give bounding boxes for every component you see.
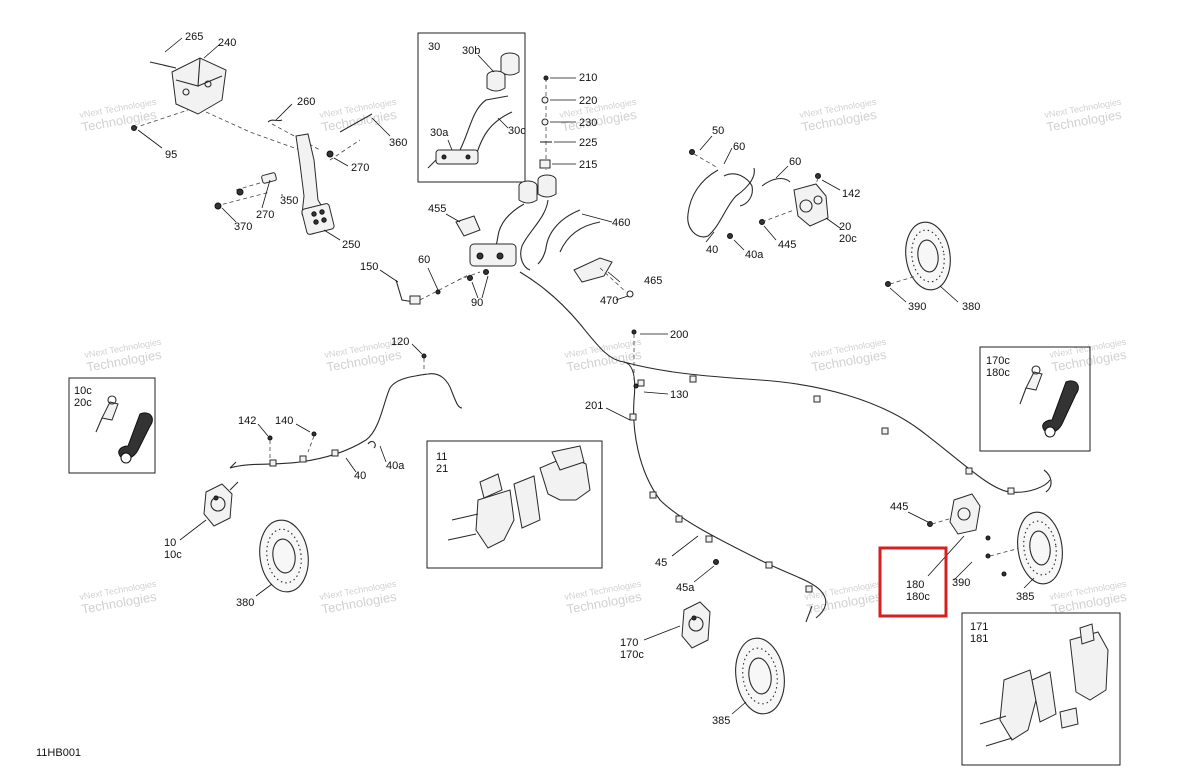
inset-box-30 (417, 32, 526, 183)
label-30c: 30c (508, 125, 526, 137)
fastener-column (539, 75, 552, 170)
inset-box-10c (68, 377, 156, 474)
label-95: 95 (165, 149, 177, 161)
label-10c: 10c (164, 549, 182, 561)
label-445: 445 (778, 239, 796, 251)
master-cylinder-center (395, 174, 634, 305)
label-260: 260 (297, 96, 315, 108)
inset-box-11 (426, 440, 603, 569)
label-220: 220 (579, 95, 597, 107)
label-150: 150 (360, 261, 378, 273)
label-142: 142 (842, 188, 860, 200)
label-40: 40 (354, 470, 366, 482)
label-30a: 30a (430, 127, 449, 139)
label-385: 385 (1016, 591, 1034, 603)
label-180c: 180c (906, 591, 930, 603)
label-225: 225 (579, 137, 597, 149)
label-20c: 20c (74, 397, 92, 409)
label-470: 470 (600, 295, 618, 307)
label-240: 240 (218, 37, 236, 49)
label-385: 385 (712, 715, 730, 727)
label-120: 120 (391, 336, 409, 348)
label-142: 142 (238, 415, 256, 427)
brake-pads-inset-171 (979, 623, 1109, 747)
label-30b: 30b (462, 45, 480, 57)
label-270: 270 (351, 162, 369, 174)
figure-code: 11HB001 (36, 747, 81, 759)
part-labels: 265 240 95 260 360 270 270 350 370 250 3… (36, 31, 1034, 759)
label-60: 60 (418, 254, 430, 266)
brake-lines (519, 271, 1052, 623)
label-10c: 10c (74, 385, 92, 397)
right-front-caliper-group (687, 149, 829, 239)
bleeder-inset-left (95, 395, 153, 464)
label-20: 20 (839, 221, 851, 233)
label-350: 350 (280, 195, 298, 207)
label-30: 30 (428, 41, 440, 53)
inset-box-170c (979, 346, 1091, 452)
brake-pads-inset-11 (447, 445, 591, 549)
left-brake-line (229, 353, 463, 469)
label-170c: 170c (620, 649, 644, 661)
bracket-240-edges (175, 57, 223, 87)
label-460: 460 (612, 217, 630, 229)
label-21: 21 (436, 463, 448, 475)
label-250: 250 (342, 239, 360, 251)
label-45a: 45a (676, 582, 695, 594)
label-50: 50 (712, 125, 724, 137)
label-230: 230 (579, 117, 597, 129)
label-171: 171 (970, 621, 988, 633)
label-455: 455 (428, 203, 446, 215)
front-left-caliper (203, 481, 239, 527)
brake-pedal-assembly (131, 57, 373, 235)
highlight-box (878, 546, 948, 618)
label-201: 201 (585, 400, 603, 412)
watermarks: vNext Technologies Technologies vNext Te… (79, 97, 1129, 617)
label-215: 215 (579, 159, 597, 171)
label-181: 181 (970, 633, 988, 645)
label-40a: 40a (745, 249, 764, 261)
label-380: 380 (236, 597, 254, 609)
brake-disc-380-top (885, 221, 951, 291)
label-210: 210 (579, 72, 597, 84)
rear-right-caliper (927, 493, 1021, 577)
label-11: 11 (436, 451, 447, 463)
label-390: 390 (908, 301, 926, 313)
label-270: 270 (256, 209, 274, 221)
label-370: 370 (234, 221, 252, 233)
brake-disc-385-bottom (735, 637, 785, 715)
label-60: 60 (789, 156, 801, 168)
master-cylinder-inset (427, 52, 520, 169)
label-40a: 40a (386, 460, 405, 472)
label-390: 390 (952, 577, 970, 589)
label-170c: 170c (986, 355, 1010, 367)
label-130: 130 (670, 389, 688, 401)
label-90: 90 (471, 297, 483, 309)
label-200: 200 (670, 329, 688, 341)
label-20c: 20c (839, 233, 857, 245)
label-380: 380 (962, 301, 980, 313)
rear-left-caliper (681, 601, 711, 649)
label-360: 360 (389, 137, 407, 149)
label-140: 140 (275, 415, 293, 427)
bleeder-inset-right (1019, 365, 1079, 438)
label-45: 45 (655, 557, 667, 569)
brake-disc-380-left (259, 519, 309, 593)
label-40: 40 (706, 244, 718, 256)
label-465: 465 (644, 275, 662, 287)
label-445: 445 (890, 501, 908, 513)
inset-box-171 (961, 612, 1121, 766)
label-265: 265 (185, 31, 203, 43)
label-60: 60 (733, 141, 745, 153)
label-180c: 180c (986, 367, 1010, 379)
label-10: 10 (164, 537, 176, 549)
brake-disc-385-right (1017, 511, 1063, 585)
label-170: 170 (620, 637, 638, 649)
label-180: 180 (906, 579, 924, 591)
